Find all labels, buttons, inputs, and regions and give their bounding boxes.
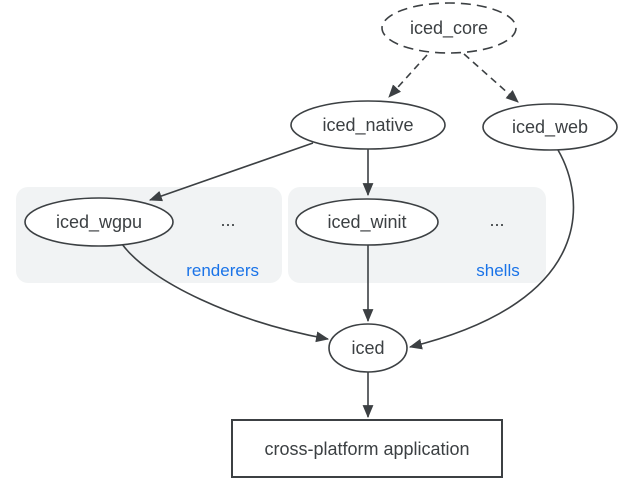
node-iced-wgpu bbox=[24, 197, 174, 247]
renderers-ellipsis: ... bbox=[220, 210, 235, 230]
node-iced-web bbox=[482, 103, 618, 151]
node-iced-web-label: iced_web bbox=[512, 117, 588, 138]
node-iced-core bbox=[381, 2, 517, 54]
renderers-group-label: renderers bbox=[186, 261, 259, 280]
edge-iced-wgpu-to-iced bbox=[121, 243, 330, 343]
edge-iced-core-to-iced-native bbox=[388, 54, 428, 98]
edge-iced-native-to-iced-wgpu bbox=[148, 142, 314, 202]
node-iced-native bbox=[290, 100, 446, 150]
edge-iced-web-to-iced bbox=[408, 149, 575, 350]
node-iced-wgpu-label: iced_wgpu bbox=[56, 212, 142, 233]
shells-ellipsis: ... bbox=[489, 210, 504, 230]
node-application-box bbox=[231, 419, 503, 478]
node-iced-winit-label: iced_winit bbox=[327, 212, 406, 233]
node-iced bbox=[328, 323, 408, 373]
shells-group-label: shells bbox=[476, 261, 519, 280]
node-application-label: cross-platform application bbox=[264, 439, 469, 459]
node-iced-winit bbox=[295, 198, 439, 246]
node-iced-native-label: iced_native bbox=[322, 115, 413, 136]
edge-iced-core-to-iced-web bbox=[463, 53, 519, 103]
node-iced-label: iced bbox=[351, 338, 384, 358]
node-iced-core-label: iced_core bbox=[410, 18, 488, 39]
